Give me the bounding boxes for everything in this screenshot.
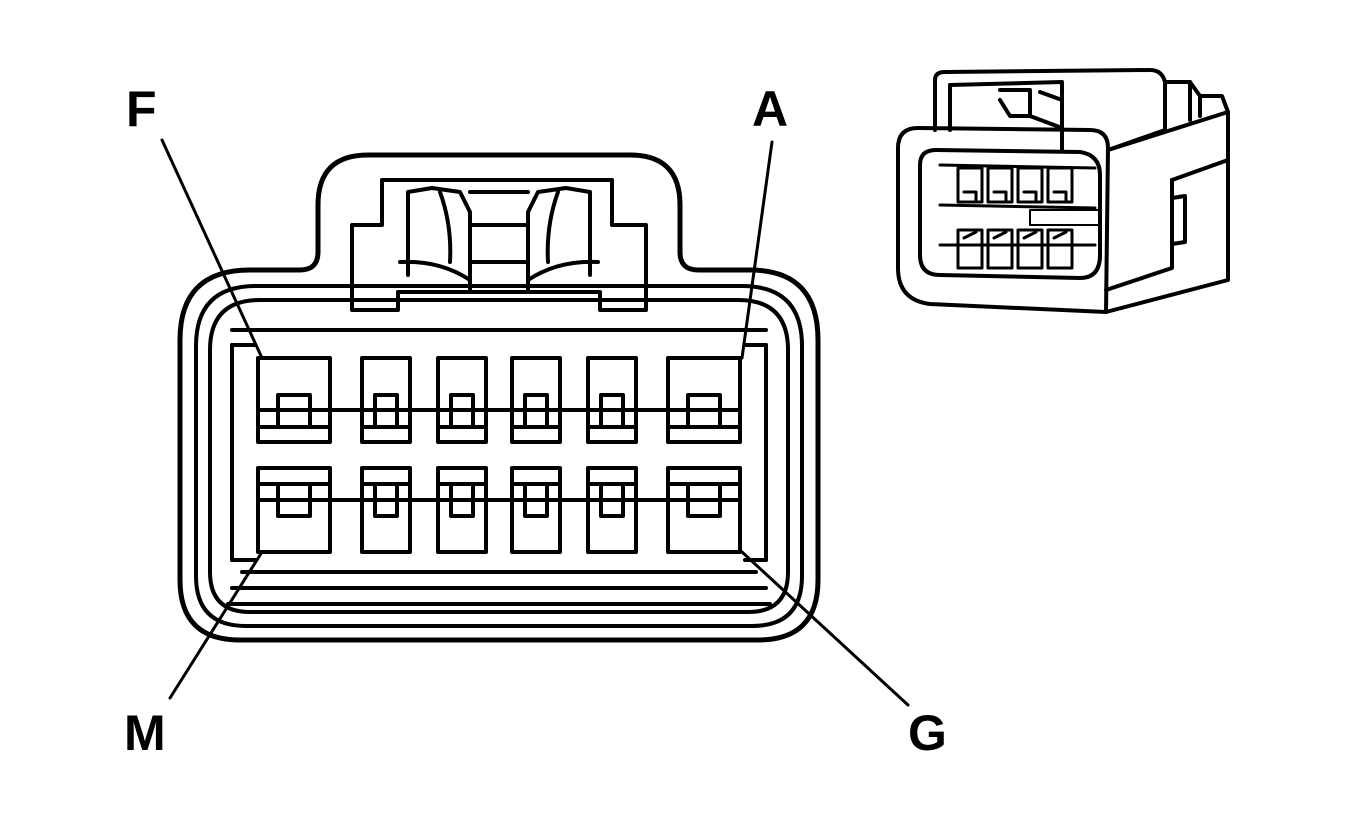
leader-line-a: [742, 142, 772, 358]
connector-isometric-view: [898, 70, 1228, 312]
bottom-ribs: [228, 572, 770, 604]
pin-cavity: [258, 358, 330, 442]
connector-shell-3: [210, 300, 788, 612]
pin-row-bottom: [258, 468, 740, 552]
cavity-frame: [232, 330, 766, 560]
pin-label-m: M: [124, 705, 166, 761]
pin-cavity: [668, 468, 740, 552]
pin-cavity: [588, 358, 636, 442]
iso-bottom-pins: [940, 210, 1100, 268]
connector-face: [162, 140, 908, 705]
pin-cavity: [588, 468, 636, 552]
pin-cavity: [512, 358, 560, 442]
pin-cavity: [438, 468, 486, 552]
leader-line-f: [162, 140, 262, 358]
pin-cavity: [362, 358, 410, 442]
pin-cavity: [258, 468, 330, 552]
pin-row-top: [258, 358, 740, 442]
leader-line-m: [170, 552, 262, 698]
pin-label-g: G: [908, 705, 947, 761]
leader-lines: [162, 140, 908, 705]
pin-cavity: [512, 468, 560, 552]
leader-line-g: [742, 552, 908, 705]
pin-cavity: [362, 468, 410, 552]
pin-cavity: [668, 358, 740, 442]
pin-label-a: A: [752, 81, 789, 137]
latch: [352, 180, 646, 310]
connector-shell-2: [196, 286, 802, 626]
iso-top-pins: [940, 165, 1095, 208]
pin-cavity: [438, 358, 486, 442]
pin-label-f: F: [126, 81, 157, 137]
connector-outer-shell: [180, 155, 818, 640]
